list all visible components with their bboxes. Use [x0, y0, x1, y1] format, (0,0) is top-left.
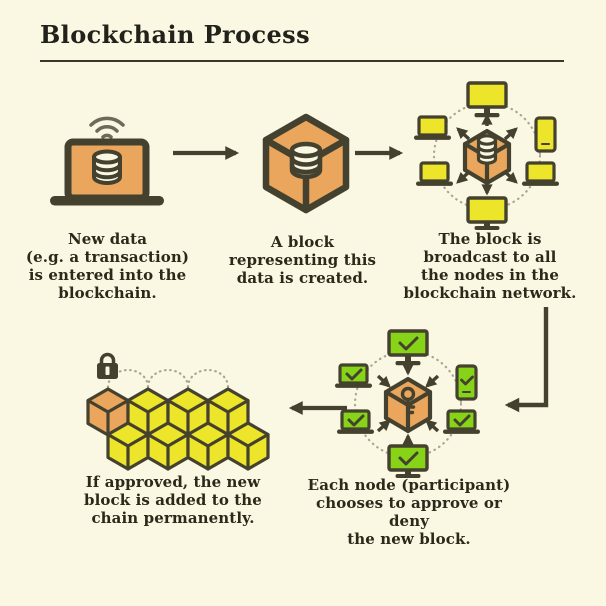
- laptop-icon: [522, 161, 559, 186]
- phone-icon: [534, 116, 557, 153]
- monitor-check-icon: [387, 444, 429, 478]
- arrow-down-left-icon: [504, 307, 549, 413]
- block-cube: [186, 421, 230, 471]
- block-cube: [146, 421, 190, 471]
- laptop-check-icon: [337, 409, 374, 434]
- laptop-check-icon: [335, 363, 372, 388]
- arrow-right-icon: [173, 146, 240, 160]
- monitor-icon: [466, 81, 508, 118]
- block-cube-database-icon: [462, 128, 512, 186]
- database-icon: [92, 149, 122, 185]
- monitor-check-icon: [387, 329, 429, 366]
- block-cube-key-icon: [383, 376, 433, 434]
- approval-network-icon: [335, 329, 480, 478]
- laptop-icon: [416, 161, 453, 186]
- laptop-icon: [414, 115, 451, 140]
- laptop-check-icon: [443, 409, 480, 434]
- padlock-icon: [97, 352, 118, 379]
- wifi-icon: [89, 116, 125, 139]
- title-underline: [40, 60, 564, 62]
- monitor-icon: [466, 196, 508, 230]
- step-caption-data-entry: New data (e.g. a transaction) is entered…: [25, 230, 190, 302]
- phone-check-icon: [455, 364, 478, 401]
- arrow-left-icon: [288, 401, 347, 415]
- step-caption-block-added: If approved, the new block is added to t…: [84, 473, 262, 527]
- dotted-links: [106, 368, 230, 389]
- block-cube: [106, 421, 150, 471]
- key-icon: [400, 386, 416, 417]
- laptop-base: [50, 196, 164, 206]
- step-caption-approve-or-deny: Each node (participant) chooses to appro…: [307, 476, 511, 548]
- blockchain-lock-icon: [86, 352, 270, 471]
- laptop-wifi-database-icon: [50, 116, 164, 206]
- approval-arrows: [376, 362, 440, 445]
- block-cube-database-icon: [262, 113, 350, 214]
- broadcast-network-icon: [414, 81, 559, 230]
- page-title: Blockchain Process: [40, 20, 310, 49]
- block-cube: [226, 421, 270, 471]
- database-icon: [289, 141, 323, 180]
- step-caption-block-created: A block representing this data is create…: [228, 233, 377, 287]
- step-caption-block-broadcast: The block is broadcast to all the nodes …: [403, 230, 577, 302]
- arrow-right-icon: [355, 146, 404, 160]
